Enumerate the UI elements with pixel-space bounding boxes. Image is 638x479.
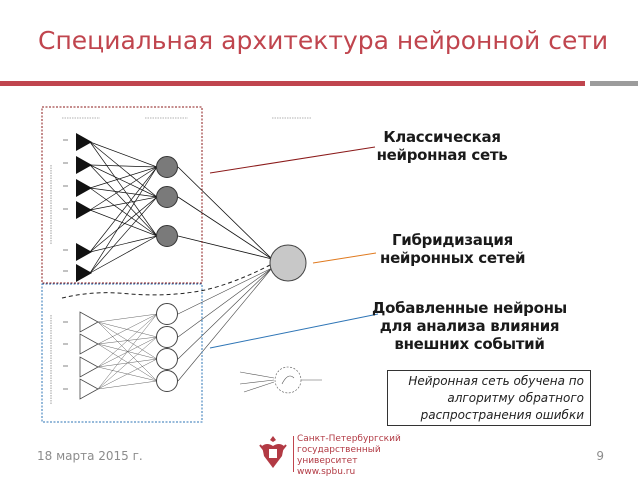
extra-hidden-output-connection bbox=[177, 267, 273, 360]
extra-hidden-output-connection bbox=[177, 267, 273, 315]
extra-hidden-neuron bbox=[156, 348, 178, 370]
input-hidden-connection bbox=[89, 166, 158, 211]
extra-input-hidden-connection bbox=[97, 313, 158, 390]
input-neuron bbox=[76, 264, 92, 282]
logo-separator bbox=[293, 436, 294, 472]
extra-input-hidden-connection bbox=[97, 336, 158, 390]
added-neurons-frame bbox=[41, 283, 203, 423]
neuron-schematic bbox=[239, 366, 322, 394]
extra-input-neuron bbox=[79, 356, 99, 378]
input-hidden-connection bbox=[89, 141, 158, 168]
added-pointer-line bbox=[209, 313, 379, 349]
extra-input-layer bbox=[79, 311, 99, 400]
hybridization-label: Гибридизация нейронных сетей bbox=[380, 231, 526, 267]
input-hidden-connection bbox=[89, 209, 158, 237]
input-hidden-connection bbox=[89, 187, 158, 237]
input-hidden-connection bbox=[89, 166, 158, 253]
extra-input-hidden-connection bbox=[97, 313, 158, 323]
title-divider-gray bbox=[590, 81, 638, 86]
hidden-neuron bbox=[156, 156, 178, 178]
hybrid-pointer-line bbox=[312, 252, 377, 264]
hidden-output-connection bbox=[177, 166, 273, 260]
input-hidden-connection bbox=[89, 235, 158, 274]
input-hidden-connection bbox=[89, 141, 158, 237]
input-hidden-connection bbox=[89, 164, 158, 237]
footer-date: 18 марта 2015 г. bbox=[37, 449, 143, 463]
input-hidden-connection bbox=[89, 196, 158, 253]
input-neuron bbox=[76, 179, 92, 197]
input-neuron bbox=[76, 156, 92, 174]
input-hidden-connection bbox=[89, 164, 158, 198]
university-name: Санкт-Петербургский государственный унив… bbox=[297, 434, 401, 477]
hybrid-wave bbox=[61, 264, 271, 299]
page-number: 9 bbox=[596, 449, 604, 463]
extra-hidden-output-connection bbox=[177, 267, 273, 382]
classic-pointer-line bbox=[209, 146, 376, 174]
extra-hidden-output-connection bbox=[177, 267, 273, 338]
title-divider bbox=[0, 81, 585, 86]
input-neuron bbox=[76, 133, 92, 151]
input-hidden-connection bbox=[89, 141, 158, 198]
input-neuron bbox=[76, 201, 92, 219]
extra-input-hidden-connection bbox=[97, 343, 158, 382]
network-connections bbox=[89, 141, 273, 390]
input-hidden-connection bbox=[89, 187, 158, 198]
extra-input-hidden-connection bbox=[97, 336, 158, 368]
extra-input-neuron bbox=[79, 378, 99, 400]
extra-input-neuron bbox=[79, 333, 99, 355]
input-hidden-connection bbox=[89, 166, 158, 189]
extra-input-hidden-connection bbox=[97, 380, 158, 390]
hidden-layer bbox=[156, 156, 178, 247]
university-emblem-icon bbox=[259, 436, 287, 468]
input-hidden-connection bbox=[89, 164, 158, 168]
slide-title: Специальная архитектура нейронной сети bbox=[38, 26, 609, 55]
extra-input-hidden-connection bbox=[97, 313, 158, 345]
extra-input-hidden-connection bbox=[97, 313, 158, 368]
input-hidden-connection bbox=[89, 166, 158, 274]
extra-input-hidden-connection bbox=[97, 358, 158, 390]
extra-hidden-neuron bbox=[156, 326, 178, 348]
input-hidden-connection bbox=[89, 196, 158, 211]
output-neuron bbox=[269, 244, 307, 282]
hidden-neuron bbox=[156, 186, 178, 208]
hidden-output-connection bbox=[177, 196, 273, 260]
input-layer bbox=[76, 133, 92, 282]
extra-hidden-neuron bbox=[156, 303, 178, 325]
extra-hidden-neuron bbox=[156, 370, 178, 392]
input-hidden-connection bbox=[89, 196, 158, 274]
input-hidden-connection bbox=[89, 235, 158, 253]
extra-hidden-layer bbox=[156, 303, 178, 392]
hidden-neuron bbox=[156, 225, 178, 247]
input-index-marks bbox=[63, 139, 68, 390]
classic-network-label: Классическая нейронная сеть bbox=[376, 128, 508, 164]
classic-network-frame bbox=[41, 106, 203, 284]
training-note: Нейронная сеть обучена по алгоритму обра… bbox=[387, 370, 591, 426]
hidden-output-connection bbox=[177, 235, 273, 260]
added-neurons-label: Добавленные нейроны для анализа влияния … bbox=[372, 299, 567, 353]
extra-input-hidden-connection bbox=[97, 321, 158, 338]
input-neuron bbox=[76, 243, 92, 261]
extra-input-neuron bbox=[79, 311, 99, 333]
